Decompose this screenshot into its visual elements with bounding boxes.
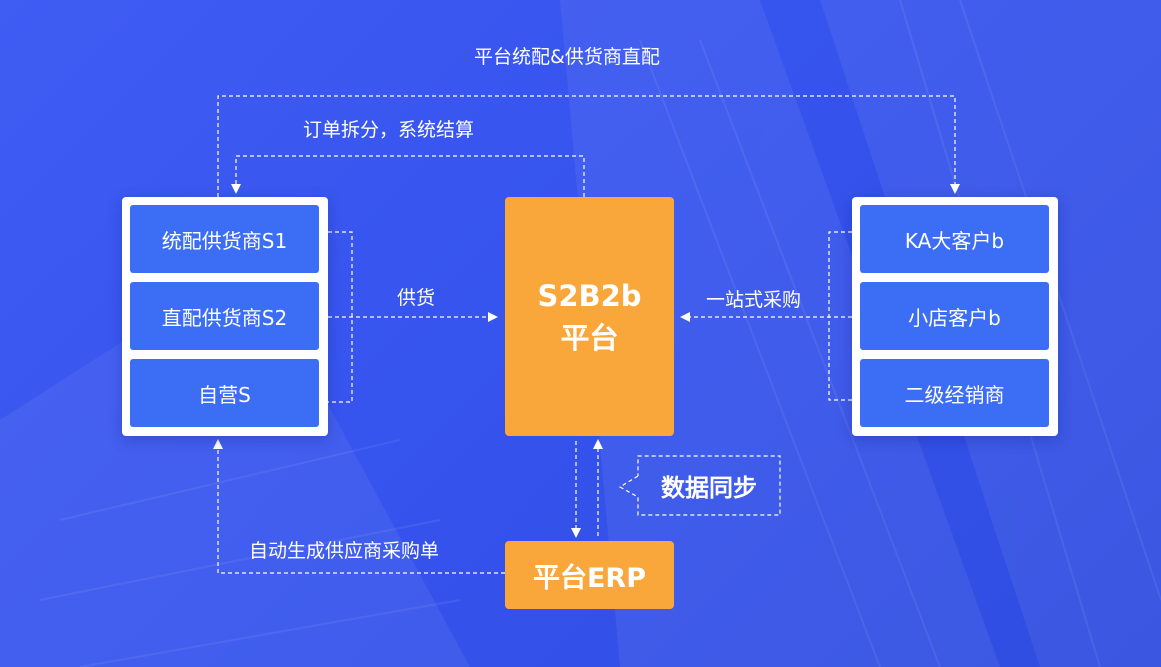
customer-panel: KA大客户b 小店客户b 二级经销商 — [852, 197, 1058, 436]
supplier-item-s1: 统配供货商S1 — [130, 205, 319, 273]
top-route-label: 平台统配&供货商直配 — [474, 46, 660, 68]
data-sync-callout — [618, 455, 781, 516]
supplier-item-self: 自营S — [130, 359, 319, 427]
auto-generate-po-label: 自动生成供应商采购单 — [249, 540, 440, 562]
supply-label: 供货 — [397, 287, 436, 309]
customer-bracket-line — [828, 231, 852, 401]
auto-po-line — [213, 439, 505, 574]
supplier-item-s2: 直配供货商S2 — [130, 282, 319, 350]
customer-item-store: 小店客户b — [860, 282, 1049, 350]
platform-title: S2B2b — [537, 278, 642, 313]
supplier-panel: 统配供货商S1 直配供货商S2 自营S — [122, 197, 328, 436]
one-stop-purchase-label: 一站式采购 — [706, 289, 802, 311]
platform-subtitle: 平台 — [560, 320, 619, 355]
order-split-line — [231, 155, 585, 197]
data-sync-label: 数据同步 — [661, 473, 757, 502]
order-split-label: 订单拆分，系统结算 — [303, 119, 475, 141]
customer-item-ka: KA大客户b — [860, 205, 1049, 273]
customer-item-distributor: 二级经销商 — [860, 359, 1049, 427]
top-route-line — [217, 95, 960, 197]
s2b2b-platform-box: S2B2b 平台 — [505, 197, 674, 436]
platform-erp-box: 平台ERP — [505, 541, 674, 609]
